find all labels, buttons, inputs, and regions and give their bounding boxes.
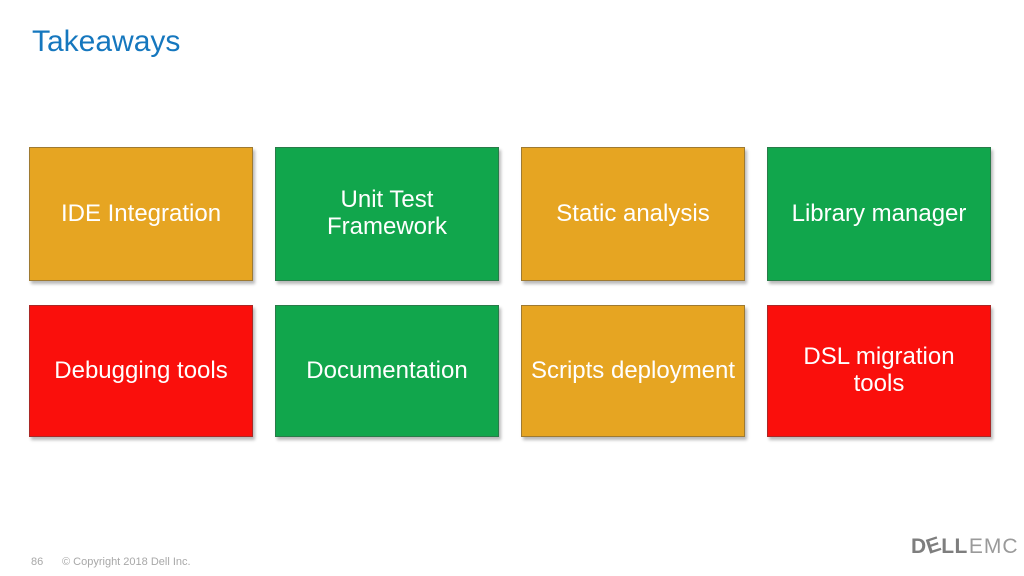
takeaway-box-label: Unit Test Framework	[326, 186, 447, 240]
takeaway-box: Unit Test Framework	[275, 147, 499, 281]
copyright-text: © Copyright 2018 Dell Inc.	[62, 556, 191, 568]
dell-wordmark: DELL	[911, 532, 968, 559]
dell-emc-logo: DELL EMC	[911, 532, 1019, 559]
takeaway-box: Scripts deployment	[521, 305, 745, 437]
takeaway-box-label: DSL migration tools	[803, 343, 955, 397]
takeaway-box-label: Documentation	[306, 356, 468, 384]
takeaway-box: Static analysis	[521, 147, 745, 281]
page-number: 86	[31, 556, 44, 568]
takeaway-box: DSL migration tools	[767, 305, 991, 437]
takeaway-box-label: Static analysis	[556, 199, 710, 227]
takeaways-grid: IDE Integration Unit Test Framework Stat…	[29, 147, 991, 437]
takeaway-box-label: Library manager	[791, 199, 967, 227]
takeaway-box: Documentation	[275, 305, 499, 437]
takeaway-box: IDE Integration	[29, 147, 253, 281]
slide-title: Takeaways	[32, 25, 181, 58]
takeaway-box-label: Debugging tools	[54, 356, 228, 384]
takeaway-box-label: IDE Integration	[60, 199, 222, 227]
takeaway-box-label: Scripts deployment	[530, 356, 736, 384]
takeaway-box: Library manager	[767, 147, 991, 281]
takeaway-box: Debugging tools	[29, 305, 253, 437]
emc-wordmark: EMC	[968, 535, 1019, 558]
